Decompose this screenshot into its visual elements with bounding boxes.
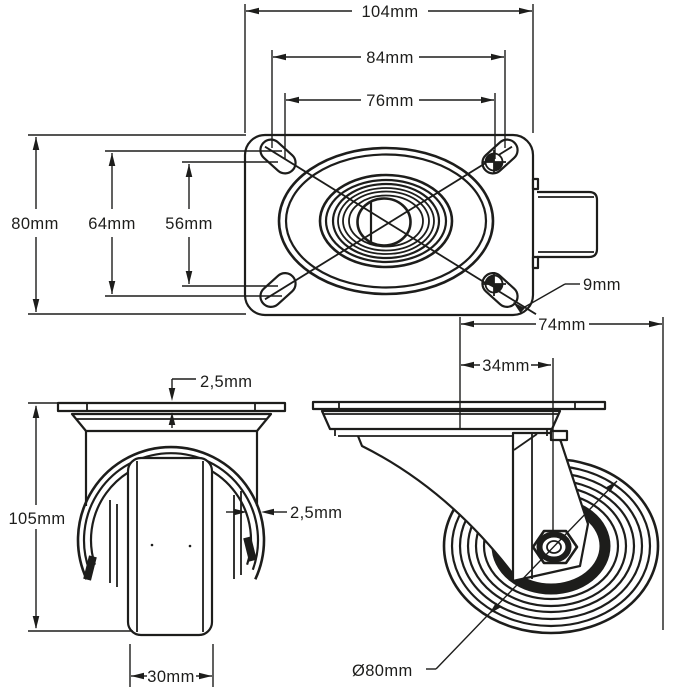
dim-plate-depth: 80mm: [11, 134, 246, 315]
dim-wheel-diameter-label: Ø80mm: [352, 662, 413, 680]
swivel-head-side: [320, 409, 562, 436]
dim-9mm-label: 9mm: [583, 276, 621, 294]
fork-side-silhouette: [338, 435, 517, 579]
dim-105mm-label: 105mm: [8, 510, 65, 528]
dim-56mm-label: 56mm: [165, 215, 212, 233]
dim-bolt-depth-outer: 64mm: [88, 150, 282, 297]
dim-bolt-depth-inner: 56mm: [165, 161, 278, 287]
dim-30mm-label: 30mm: [147, 668, 194, 686]
dim-slot-width: 9mm: [486, 276, 621, 314]
dim-wheel-diameter: Ø80mm: [352, 478, 620, 680]
dim-bolt-span-outer: 84mm: [271, 49, 506, 148]
center-mark-top-right: [482, 150, 506, 174]
brake-tab-right: [243, 536, 257, 562]
dim-74mm-label: 74mm: [538, 316, 585, 334]
dim-plate-width: 104mm: [244, 3, 534, 133]
dim-64mm-label: 64mm: [88, 215, 135, 233]
axle-tab-top: [531, 177, 540, 191]
axle-hex-nut: [531, 529, 579, 565]
dim-80mm-label: 80mm: [11, 215, 58, 233]
front-view: 2,5mm 105mm 2,5mm 30mm: [8, 373, 342, 687]
top-plate-side: [311, 400, 607, 411]
dim-plate-thickness: 2,5mm: [168, 373, 252, 428]
fork-side-strips: [83, 491, 257, 587]
fork-leg-tab: [549, 429, 569, 442]
dim-wheel-width: 30mm: [129, 644, 214, 687]
dim-76mm-label: 76mm: [366, 92, 413, 110]
dim-34mm-label: 34mm: [482, 357, 529, 375]
dim-fork-thickness: 2,5mm: [226, 504, 342, 522]
wheel-top-view: [531, 177, 599, 270]
axle-tab-bottom: [531, 255, 540, 270]
dim-swing-radius: 74mm: [459, 316, 664, 630]
mounting-slot-bottom-left: [259, 272, 297, 308]
top-plate-front: [56, 401, 287, 413]
dim-bolt-span-inner: 76mm: [284, 92, 496, 159]
wheel-front-view: [126, 456, 214, 637]
dim-104mm-label: 104mm: [361, 3, 418, 21]
dim-offset: 34mm: [461, 357, 554, 532]
kingpin-hole: [356, 197, 412, 247]
dim-plate-thickness-label: 2,5mm: [200, 373, 252, 391]
plan-view: 104mm 84mm 76mm: [11, 3, 621, 317]
brake-tab-left: [83, 555, 97, 581]
dim-fork-thickness-label: 2,5mm: [290, 504, 342, 522]
side-view: 74mm 34mm Ø80mm: [311, 316, 664, 680]
dim-total-height: 105mm: [8, 402, 133, 632]
swivel-bearing-rings: [277, 146, 495, 296]
dim-84mm-label: 84mm: [366, 49, 413, 67]
